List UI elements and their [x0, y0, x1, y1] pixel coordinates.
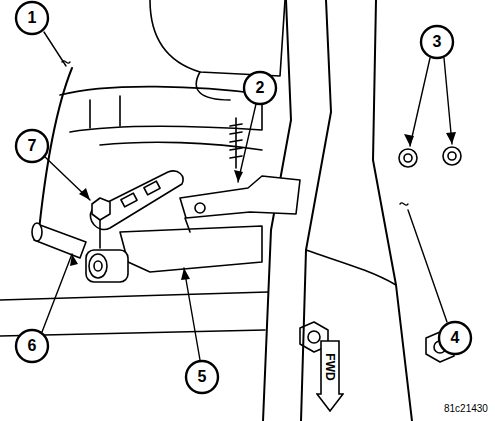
housing	[150, 0, 285, 76]
housing	[100, 142, 262, 150]
housing	[90, 96, 120, 128]
lever	[90, 171, 183, 230]
callout-number: 5	[198, 369, 207, 385]
lever-slot	[121, 193, 137, 207]
callout-circle	[16, 2, 471, 393]
nut	[443, 147, 461, 165]
bracket-hole	[195, 203, 205, 213]
callout-number: 7	[28, 138, 37, 154]
nut	[399, 149, 417, 167]
floor-line	[0, 292, 268, 336]
arrow-outline	[317, 341, 343, 411]
direction-text: FWD	[324, 353, 336, 380]
grommet	[86, 250, 128, 282]
cable	[32, 223, 42, 241]
callout-number: 3	[433, 34, 442, 50]
callout-number: 1	[28, 10, 37, 26]
figure-code: 81c21430	[444, 404, 488, 414]
callout-number: 6	[28, 338, 37, 354]
stud	[230, 118, 242, 168]
bolt	[92, 198, 110, 248]
arrowhead	[70, 132, 456, 280]
bracket	[180, 176, 300, 218]
bracket	[185, 218, 190, 232]
bracket	[120, 226, 262, 272]
lever-slot	[144, 181, 160, 195]
housing	[196, 72, 230, 100]
callout-number: 2	[256, 80, 265, 96]
body-panel	[373, 0, 412, 421]
direction-arrow: FWD	[316, 340, 344, 412]
leader-line	[42, 32, 452, 360]
body-panel	[306, 250, 396, 285]
callout-number: 4	[451, 330, 460, 346]
